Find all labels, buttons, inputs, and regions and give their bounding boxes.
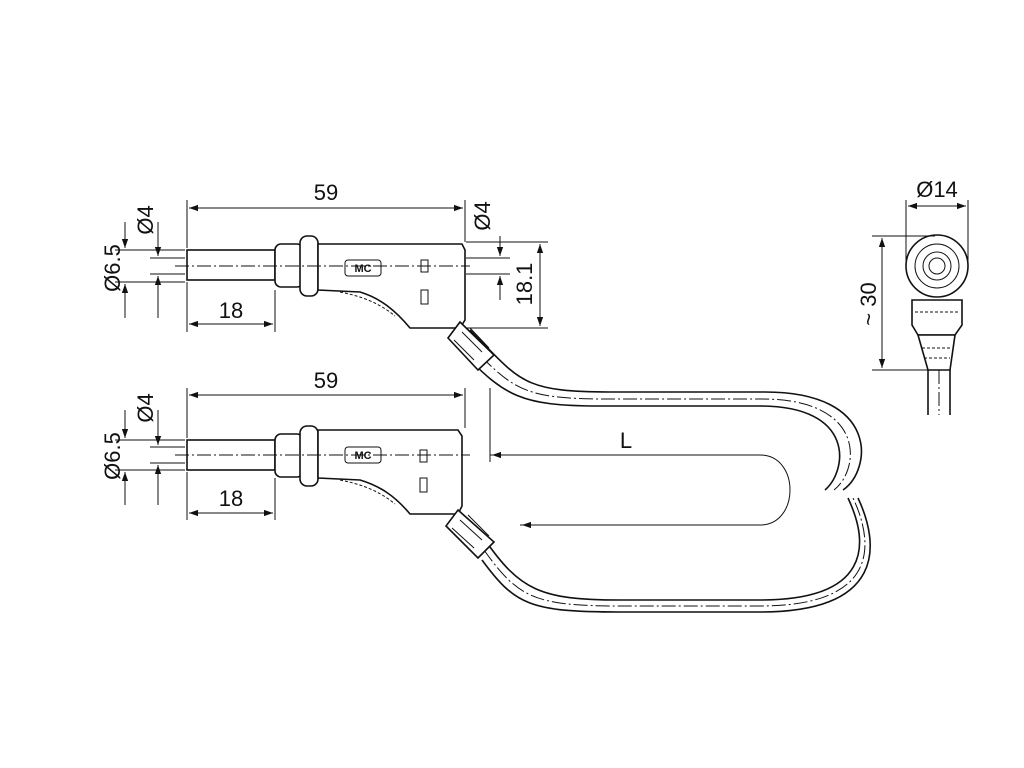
top-socket-diam-label: Ø4 <box>470 201 495 230</box>
bottom-pin-diam-label: Ø4 <box>133 393 158 422</box>
bottom-body-diam-label: Ø6.5 <box>100 432 125 480</box>
top-logo: MC <box>354 263 371 275</box>
top-pin-length-label: 18 <box>219 298 243 323</box>
dimension-labels: 59 18 Ø4 Ø6.5 Ø4 18.1 59 18 Ø4 Ø6.5 L Ø1… <box>100 177 958 511</box>
top-pin-diam-label: Ø4 <box>133 205 158 234</box>
cable-length-label: L <box>620 428 632 453</box>
end-view-height-label: ~ 30 <box>856 282 881 325</box>
bottom-length-label: 59 <box>314 368 338 393</box>
bottom-logo: MC <box>354 450 371 462</box>
bottom-connector: MC <box>175 425 496 560</box>
top-connector: MC <box>175 235 496 372</box>
dimension-lines <box>115 200 969 529</box>
bottom-pin-length-label: 18 <box>219 486 243 511</box>
top-body-diam-label: Ø6.5 <box>100 244 125 292</box>
top-height-label: 18.1 <box>512 263 537 306</box>
end-view <box>905 234 969 415</box>
top-length-label: 59 <box>314 180 338 205</box>
end-view-diam-label: Ø14 <box>916 177 958 202</box>
cable-loop <box>461 329 871 613</box>
